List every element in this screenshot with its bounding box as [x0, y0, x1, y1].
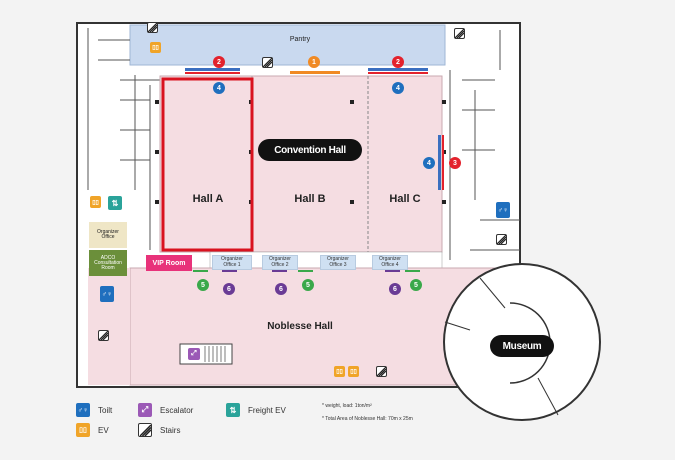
stairs-icon [98, 330, 109, 341]
stairs-icon [496, 234, 507, 245]
gate-5-badge[interactable]: 5 [302, 279, 314, 291]
ev-icon: ▯▯ [90, 196, 101, 208]
ev-icon: ▯▯ [150, 42, 161, 53]
escalator-icon: ⤢ [138, 403, 152, 417]
gate-4-badge[interactable]: 4 [213, 82, 225, 94]
organizer-office-2[interactable]: Organizer Office 2 [262, 255, 298, 270]
noblesse-hall-label[interactable]: Noblesse Hall [267, 321, 333, 332]
toilet-icon: ♂♀ [100, 286, 114, 302]
legend-escalator-label: Escalator [160, 406, 194, 415]
office-2-line1: Organizer [269, 256, 291, 262]
gate-5-badge[interactable]: 5 [410, 279, 422, 291]
gate-6-badge[interactable]: 6 [389, 283, 401, 295]
museum-wall [537, 377, 559, 416]
toilet-icon: ♂♀ [76, 403, 90, 417]
stairs-icon [138, 423, 152, 437]
entrance-bar [185, 68, 240, 71]
convention-hall-area [159, 75, 443, 253]
entrance-bar [185, 72, 240, 74]
adco-room[interactable]: ADCO Consultation Room [89, 250, 127, 276]
hall-a-label[interactable]: Hall A [192, 193, 224, 205]
hall-b-label[interactable]: Hall B [294, 193, 326, 205]
door-markers [193, 270, 420, 272]
entrance-bar [368, 72, 428, 74]
organizer-office-3[interactable]: Organizer Office 3 [320, 255, 356, 270]
freight-ev-icon: ⇅ [108, 196, 122, 210]
legend-toilet-label: Toilt [98, 406, 113, 415]
organizer-office-4[interactable]: Organizer Office 4 [372, 255, 408, 270]
office-1-line2: Office 1 [223, 261, 241, 268]
pantry-label: Pantry [289, 36, 311, 43]
gate-6-badge[interactable]: 6 [275, 283, 287, 295]
office-1-line1: Organizer [221, 256, 243, 262]
museum-label[interactable]: Museum [490, 335, 554, 357]
note-weight: * weight, load: 1ton/m² [322, 403, 372, 409]
gate-2-badge[interactable]: 2 [213, 56, 225, 68]
note-area: * Total Area of Noblesse Hall: 70m x 25m [322, 416, 413, 422]
ev-icon: ▯▯ [76, 423, 90, 437]
office-4-line1: Organizer [379, 256, 401, 262]
legend-freight-ev-label: Freight EV [248, 406, 286, 415]
museum-wall [444, 321, 471, 331]
entrance-bar [368, 68, 428, 71]
entrance-bar [442, 135, 444, 190]
hall-c-label[interactable]: Hall C [389, 193, 421, 205]
office-3-line2: Office 3 [329, 261, 347, 268]
stairs-icon [376, 366, 387, 377]
office-3-line1: Organizer [327, 256, 349, 262]
legend-stairs-label: Stairs [160, 426, 181, 435]
museum-wall [479, 277, 506, 309]
stairs-icon [147, 22, 158, 33]
organizer-office-1[interactable]: Organizer Office 1 [212, 255, 252, 270]
convention-hall-label: Convention Hall [258, 139, 362, 161]
entrance-bar [290, 71, 340, 74]
legend-ev-label: EV [98, 426, 109, 435]
hall-a-selection[interactable] [161, 77, 254, 252]
office-2-line2: Office 2 [271, 261, 289, 268]
gate-2-badge[interactable]: 2 [392, 56, 404, 68]
gate-4-badge[interactable]: 4 [423, 157, 435, 169]
stairs-icon [454, 28, 465, 39]
office-4-line2: Office 4 [381, 261, 399, 268]
gate-6-badge[interactable]: 6 [223, 283, 235, 295]
ev-icon: ▯▯ [348, 366, 359, 377]
gate-4-badge[interactable]: 4 [392, 82, 404, 94]
freight-ev-icon: ⇅ [226, 403, 240, 417]
organizer-office-left[interactable]: Organizer Office [89, 222, 127, 248]
vip-room-label[interactable]: VIP Room [146, 255, 192, 271]
gate-3-badge[interactable]: 3 [449, 157, 461, 169]
door-markers-purple [222, 270, 400, 272]
toilet-icon: ♂♀ [496, 202, 510, 218]
escalator-steps [204, 346, 226, 362]
ev-icon: ▯▯ [334, 366, 345, 377]
gate-5-badge[interactable]: 5 [197, 279, 209, 291]
entrance-bar [438, 135, 441, 190]
stairs-icon [262, 57, 273, 68]
gate-1-badge[interactable]: 1 [308, 56, 320, 68]
escalator-icon: ⤢ [188, 348, 200, 360]
